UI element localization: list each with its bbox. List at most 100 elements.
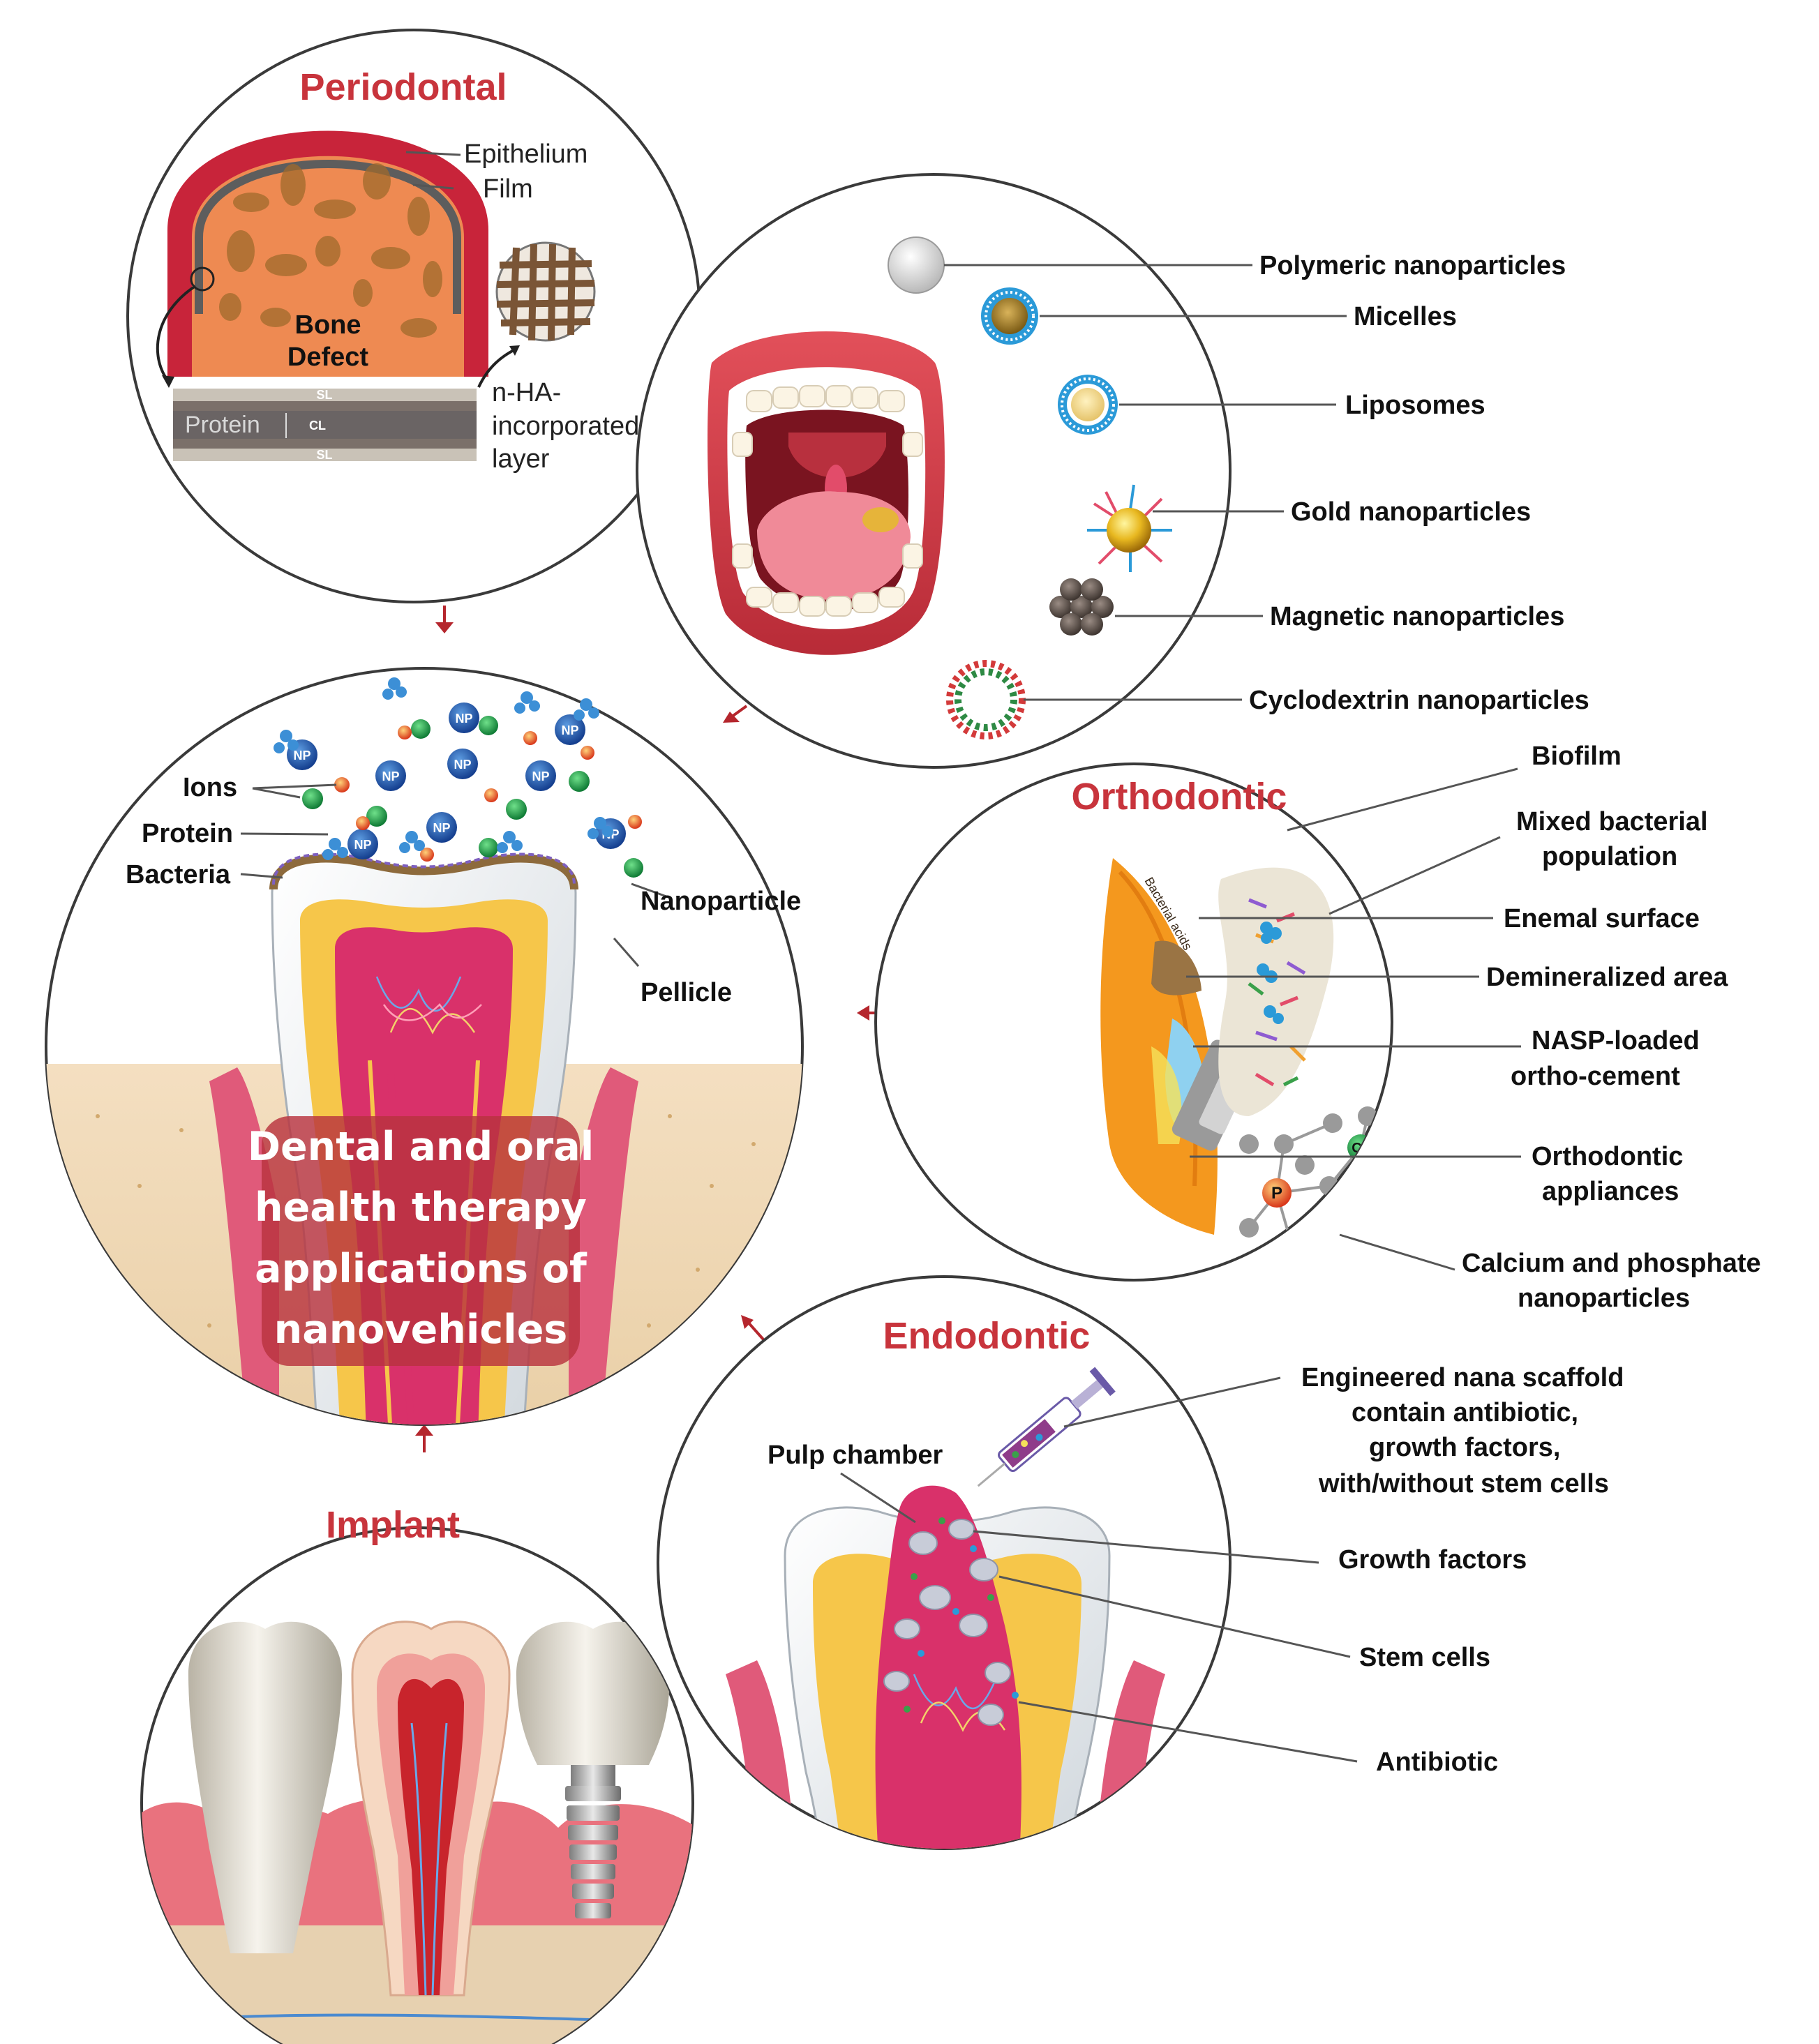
- center-leaders: [240, 783, 667, 967]
- gold-nanoparticles-label: Gold nanoparticles: [1291, 497, 1531, 527]
- film-label: Film: [483, 174, 533, 204]
- pulp-vessels: [375, 976, 482, 1035]
- orthodontic-title: Orthodontic: [1072, 776, 1287, 818]
- polymeric-nanoparticles-label: Polymeric nanoparticles: [1259, 251, 1566, 280]
- periodontal-title: Periodontal: [299, 66, 507, 108]
- scaffold-line1: Engineered nana scaffold: [1301, 1363, 1624, 1392]
- endo-pulp: [875, 1485, 1021, 1849]
- open-mouth-illustration: [708, 331, 945, 655]
- stem-cell-icons: [883, 1519, 1011, 1726]
- zoom-arrow: [156, 285, 197, 382]
- ions-label: Ions: [183, 773, 237, 802]
- sl-top-label: SL: [316, 388, 332, 402]
- np-particle-5: NP: [447, 749, 478, 779]
- bone-defect-spots: [219, 163, 442, 338]
- implant-crown-and-screw: [516, 1621, 670, 1918]
- scaffold-line3: growth factors,: [1369, 1433, 1560, 1462]
- defect-label: Defect: [287, 343, 368, 372]
- nha-mesh: [495, 241, 596, 342]
- nha-label-line3: layer: [492, 444, 550, 474]
- epithelium-label: Epithelium: [464, 140, 587, 169]
- enamel-surface-label: Enemal surface: [1504, 904, 1700, 933]
- arrow-nanocarriers-to-center: [723, 705, 748, 723]
- svg-text:NP: NP: [561, 723, 578, 737]
- polymeric-nanoparticle-icon: [888, 236, 945, 294]
- left-tooth: [188, 1621, 342, 1953]
- center-caption-line4: nanovehicles: [274, 1307, 568, 1353]
- arrow-endodontic-to-center: [741, 1315, 765, 1341]
- protein-layer-label: Protein: [185, 412, 260, 438]
- liposome-icon: [1058, 375, 1118, 435]
- svg-text:NP: NP: [293, 749, 310, 762]
- svg-text:NP: NP: [532, 769, 549, 783]
- pellicle-label: Pellicle: [641, 978, 732, 1007]
- caption-box: [262, 1116, 580, 1366]
- nasp-line1: NASP-loaded: [1532, 1026, 1700, 1055]
- middle-tooth-cross-section: [351, 1621, 511, 1997]
- np-particle-4: NP: [375, 760, 406, 791]
- center-caption-line2: health therapy: [255, 1185, 587, 1231]
- center-panel: Dental and oral health therapy applicati…: [45, 667, 804, 1426]
- bone-label: Bone: [295, 310, 361, 340]
- sl-bottom-label: SL: [316, 448, 332, 462]
- pellicle-layer: [269, 854, 578, 890]
- nanoparticle-cloud: NP NP NP NP NP NP NP NP NP: [274, 677, 643, 878]
- biofilm-shape: [1218, 867, 1334, 1116]
- nha-label-line2: incorporated: [492, 412, 639, 441]
- periodontal-panel: Bone Defect SL CL SL Protein: [126, 29, 701, 603]
- arrow-implant-to-center: [415, 1425, 433, 1452]
- scaffold-line2: contain antibiotic,: [1352, 1398, 1578, 1427]
- orthodontic-leaders: [1186, 767, 1521, 1271]
- growth-factors-label: Growth factors: [1338, 1545, 1527, 1575]
- red-ions: [334, 726, 642, 862]
- biofilm-label: Biofilm: [1532, 742, 1622, 771]
- calcium-phosphate-line1: Calcium and phosphate: [1462, 1249, 1761, 1278]
- demineralized-area: [1151, 940, 1202, 995]
- pulp-chamber-label: Pulp chamber: [768, 1441, 943, 1470]
- implant-title: Implant: [326, 1504, 460, 1546]
- arrow-periodontal-to-center: [435, 606, 454, 633]
- svg-text:P: P: [1271, 1184, 1282, 1203]
- mixed-bacterial-line2: population: [1542, 842, 1677, 871]
- svg-text:NP: NP: [455, 712, 472, 726]
- growth-factor-dots: [904, 1517, 1019, 1713]
- np-particle-8: NP: [426, 812, 457, 843]
- calcium-phosphate-line2: nanoparticles: [1518, 1284, 1690, 1313]
- demineralized-area-label: Demineralized area: [1486, 963, 1728, 992]
- bacteria-label: Bacteria: [126, 860, 231, 889]
- zoom-marker-circle: [190, 266, 215, 292]
- svg-text:NP: NP: [354, 838, 371, 852]
- np-particle-2: NP: [449, 702, 479, 733]
- orthodontic-panel: Bacterial acids: [874, 742, 1761, 1313]
- phosphate-atom: P: [1262, 1178, 1292, 1208]
- svg-text:NP: NP: [382, 769, 399, 783]
- protein-label: Protein: [142, 819, 233, 848]
- mixed-bacterial-line1: Mixed bacterial: [1516, 807, 1708, 836]
- cyclodextrin-nanoparticle-icon: [946, 660, 1026, 739]
- scaffold-line4: with/without stem cells: [1318, 1469, 1609, 1498]
- np-particle-3: NP: [555, 714, 585, 745]
- nanocarriers-panel: Polymeric nanoparticles Micelles Liposom…: [636, 173, 1589, 769]
- stem-cells-label: Stem cells: [1359, 1643, 1490, 1672]
- orthodontic-appliances-line2: appliances: [1542, 1177, 1679, 1206]
- nanocarrier-leaders: [944, 264, 1347, 701]
- orthodontic-appliances-line1: Orthodontic: [1532, 1142, 1683, 1171]
- nanoparticle-label: Nanoparticle: [641, 887, 801, 916]
- nha-label-line1: n-HA-: [492, 378, 561, 407]
- syringe-icon: [977, 1367, 1116, 1487]
- np-particle-7: NP: [347, 829, 378, 859]
- endodontic-leaders: [840, 1376, 1358, 1763]
- magnetic-nanoparticle-icon: [1049, 578, 1114, 636]
- endodontic-title: Endodontic: [883, 1315, 1091, 1357]
- micelle-icon: [981, 287, 1038, 345]
- protein-clusters: [274, 677, 613, 860]
- cyclodextrin-nanoparticles-label: Cyclodextrin nanoparticles: [1249, 686, 1589, 715]
- film-line: [195, 160, 461, 314]
- svg-text:Ca: Ca: [1352, 1141, 1370, 1156]
- gold-nanoparticle-icon: [1087, 484, 1172, 572]
- layer-stack: SL CL SL Protein: [173, 388, 477, 462]
- liposomes-label: Liposomes: [1345, 391, 1485, 420]
- cl-label: CL: [309, 419, 326, 433]
- bacteria-rods: [1248, 898, 1306, 1087]
